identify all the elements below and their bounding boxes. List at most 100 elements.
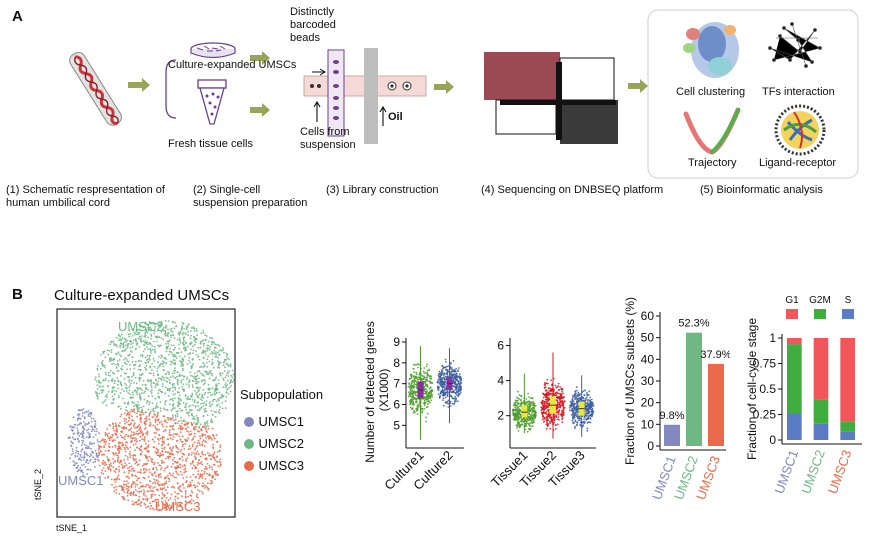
violin-point — [438, 397, 441, 399]
tsne-point — [169, 381, 171, 384]
violin-point — [591, 402, 594, 405]
tsne-point — [130, 427, 133, 430]
tsne-point — [149, 359, 151, 361]
violin-point — [455, 394, 458, 396]
violin-point — [516, 396, 518, 399]
tsne-point — [219, 444, 222, 447]
tsne-point — [145, 495, 147, 497]
tsne-point — [73, 438, 75, 441]
violin-point — [547, 402, 549, 405]
tsne-point — [107, 475, 109, 478]
tsne-point — [139, 505, 142, 507]
tsne-point — [120, 463, 123, 466]
tsne-point — [122, 489, 125, 491]
tsne-point — [174, 361, 177, 364]
tsne-point — [153, 446, 156, 449]
tsne-point — [224, 384, 227, 386]
tsne-point — [133, 402, 136, 404]
tsne-point — [95, 380, 98, 383]
tsne-point — [198, 389, 201, 392]
tsne-point — [120, 375, 122, 377]
tsne-point — [174, 466, 177, 469]
tsne-point — [202, 329, 205, 332]
tsne-point — [214, 390, 216, 393]
violin-point — [428, 387, 431, 390]
tsne-point — [123, 372, 126, 375]
tsne-point — [213, 341, 216, 344]
tsne-point — [102, 459, 105, 462]
tsne-point — [198, 369, 200, 372]
violin-point — [440, 385, 443, 387]
tsne-point — [221, 372, 224, 375]
violin-point — [453, 400, 456, 402]
tsne-point — [163, 440, 165, 443]
violin-point — [517, 412, 520, 415]
tsne-point — [164, 392, 167, 395]
violin-point — [588, 390, 591, 393]
tsne-point — [173, 433, 175, 435]
tsne-point — [146, 331, 149, 334]
tsne-point — [181, 325, 184, 327]
tsne-point — [106, 385, 109, 387]
tsne-point — [126, 413, 129, 416]
tsne-point — [142, 380, 145, 382]
violin-point — [553, 419, 556, 422]
tsne-point — [154, 451, 157, 453]
tsne-point — [208, 435, 211, 437]
tsne-point — [178, 474, 180, 476]
tsne-point — [202, 373, 204, 376]
violin-point — [526, 419, 528, 422]
tsne-point — [188, 414, 190, 417]
tsne-point — [139, 435, 142, 438]
tsne-point — [116, 363, 119, 365]
violin-point — [440, 378, 443, 381]
violin-point — [573, 416, 576, 419]
tsne-point — [195, 414, 198, 417]
bar-chart-fraction: 01020304050609.8%UMSC152.3%UMSC237.9%UMS… — [623, 297, 730, 502]
tsne-point — [87, 431, 89, 434]
tsne-point — [158, 421, 161, 424]
tsne-point — [143, 471, 146, 474]
tsne-point — [145, 341, 148, 344]
tsne-point — [161, 355, 164, 358]
tsne-point — [107, 437, 110, 439]
violin-point — [592, 410, 595, 413]
tsne-point — [138, 335, 141, 338]
tsne-point — [192, 473, 195, 476]
tsne-point — [173, 371, 176, 374]
tsne-point — [167, 377, 169, 380]
tsne-point — [123, 390, 125, 392]
tsne-point — [155, 498, 158, 501]
tsne-point — [182, 477, 185, 479]
tsne-point — [151, 389, 153, 391]
tsne-point — [212, 434, 215, 436]
tsne-point — [96, 395, 99, 398]
tsne-point — [113, 372, 116, 375]
violin-point — [544, 386, 547, 389]
violin-point — [545, 406, 548, 409]
tsne-point — [185, 458, 187, 461]
tsne-point — [139, 452, 142, 455]
tsne-point — [204, 453, 207, 456]
violin-point — [423, 367, 426, 369]
violin-point — [457, 400, 459, 402]
tsne-point — [150, 337, 152, 340]
tsne-point — [226, 357, 229, 360]
tsne-point — [130, 408, 133, 411]
tsne-point — [104, 470, 107, 472]
tsne-point — [209, 401, 211, 403]
tsne-point — [169, 334, 172, 337]
violin-point — [450, 373, 452, 376]
violin-point — [412, 400, 415, 403]
tsne-point — [172, 436, 175, 438]
step-5-label: (5) Bioinformatic analysis — [700, 184, 823, 196]
violin-point — [546, 418, 549, 421]
tsne-point — [150, 496, 153, 499]
tsne-point — [81, 471, 84, 474]
tsne-point — [206, 396, 209, 398]
tsne-point — [194, 382, 197, 384]
violin-point — [556, 386, 558, 389]
tsne-point — [177, 487, 180, 490]
